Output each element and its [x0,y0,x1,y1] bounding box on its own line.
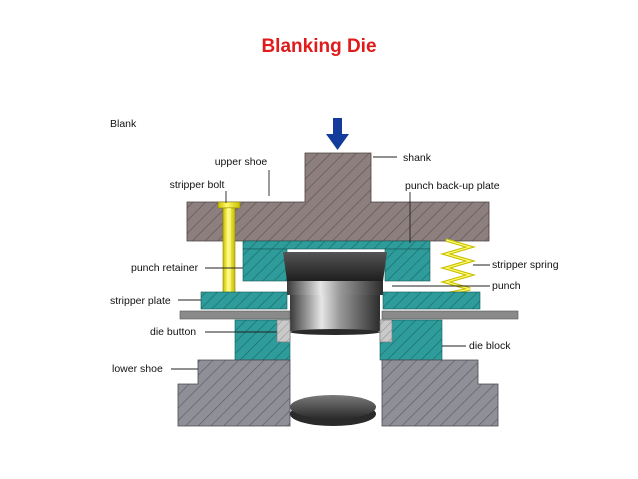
stripper-plate-left [200,291,288,310]
punch-retainer-right [384,248,431,282]
label-punch-backup-plate: punch back-up plate [405,180,500,192]
label-stripper-plate: stripper plate [110,295,171,307]
label-shank: shank [403,152,432,164]
label-punch: punch [492,280,521,292]
stripper-spring [439,238,477,296]
lower-shoe-right [381,359,499,427]
die-button-right [379,319,393,343]
strip-stock-left [179,310,291,320]
corner-label: Blank [110,118,137,130]
die-button-left [276,319,291,343]
label-stripper-bolt: stripper bolt [170,179,225,191]
upper-shoe [186,152,490,242]
strip-stock-right [381,310,519,320]
lower-shoe-left [177,359,291,427]
label-lower-shoe: lower shoe [112,363,163,375]
label-die-block: die block [469,340,511,352]
stripper-plate-right [382,291,481,310]
page-title: Blanking Die [261,36,377,57]
punch [283,252,387,335]
press-arrow-icon [326,118,349,150]
label-punch-retainer: punch retainer [131,262,199,274]
punch-backup-plate [242,240,431,250]
punch-retainer-left [242,248,288,282]
leader-lines [171,156,490,370]
label-die-button: die button [150,326,196,338]
label-upper-shoe: upper shoe [215,156,268,168]
blank-slug [290,395,376,426]
label-stripper-spring: stripper spring [492,259,559,271]
